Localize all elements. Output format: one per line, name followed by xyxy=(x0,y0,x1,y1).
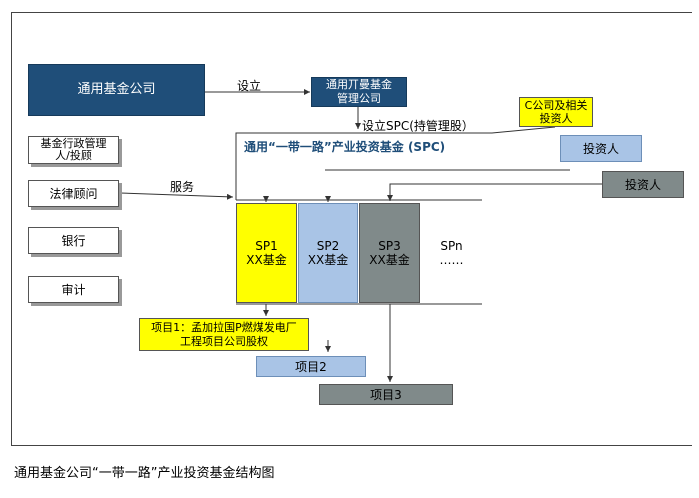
diagram-frame xyxy=(11,12,692,446)
sp1-box: SP1 XX基金 xyxy=(236,203,297,303)
project1-label: 项目1：孟加拉国P燃煤发电厂 工程项目公司股权 xyxy=(151,320,297,348)
advisor-label-legal: 法律顾问 xyxy=(49,186,98,201)
line-investor-c xyxy=(491,126,556,134)
spn-sub: …… xyxy=(439,253,464,267)
advisor-label-audit: 审计 xyxy=(61,282,86,297)
investor-c-label: C公司及相关 投资人 xyxy=(524,99,588,125)
top-company-label: 通用基金公司 xyxy=(77,82,156,97)
advisor-label-bank: 银行 xyxy=(61,233,86,248)
diagram-caption: 通用基金公司“一带一路”产业投资基金结构图 xyxy=(14,466,275,481)
advisor-label-admin: 基金行政管理 人/投顾 xyxy=(40,137,107,162)
spn-name: SPn xyxy=(440,239,463,253)
sp2-name: SP2 xyxy=(316,239,340,253)
project3-label: 项目3 xyxy=(370,387,402,402)
project2-label: 项目2 xyxy=(295,359,327,374)
sp1-sub: XX基金 xyxy=(246,253,287,267)
sp3-sub: XX基金 xyxy=(369,253,410,267)
investor-c-box: C公司及相关 投资人 xyxy=(519,97,593,127)
arrow-service xyxy=(119,192,234,200)
project2-box: 项目2 xyxy=(256,356,366,377)
top-company-box: 通用基金公司 xyxy=(28,64,205,116)
service-label: 服务 xyxy=(170,180,195,194)
investor-box-1: 投资人 xyxy=(560,135,642,162)
sp3-name: SP3 xyxy=(378,239,401,253)
setup-label: 设立 xyxy=(237,79,262,93)
advisor-box-admin: 基金行政管理 人/投顾 xyxy=(28,136,119,164)
sp1-name: SP1 xyxy=(255,239,278,253)
investor-label-1: 投资人 xyxy=(582,141,619,156)
spc-setup-label: 设立SPC(持管理股） xyxy=(362,119,474,133)
gp-company-label: 通用丌曼基金 管理公司 xyxy=(326,78,392,105)
arrow-investor-sp3 xyxy=(387,183,602,201)
gp-company-box: 通用丌曼基金 管理公司 xyxy=(311,77,407,107)
advisor-box-bank: 银行 xyxy=(28,227,119,254)
spc-title: 通用“一带一路”产业投资基金 (SPC) xyxy=(244,140,446,154)
investor-box-2: 投资人 xyxy=(602,171,684,198)
investor-label-2: 投资人 xyxy=(624,177,661,192)
project1-box: 项目1：孟加拉国P燃煤发电厂 工程项目公司股权 xyxy=(139,318,309,351)
sp2-sub: XX基金 xyxy=(307,253,349,267)
advisor-box-legal: 法律顾问 xyxy=(28,180,119,207)
sp3-box: SP3 XX基金 xyxy=(359,203,420,303)
project3-box: 项目3 xyxy=(319,384,453,405)
sp2-box: SP2 XX基金 xyxy=(298,203,358,303)
spc-bracket xyxy=(235,132,492,200)
advisor-box-audit: 审计 xyxy=(28,276,119,303)
spn-box: SPn …… xyxy=(421,203,482,303)
